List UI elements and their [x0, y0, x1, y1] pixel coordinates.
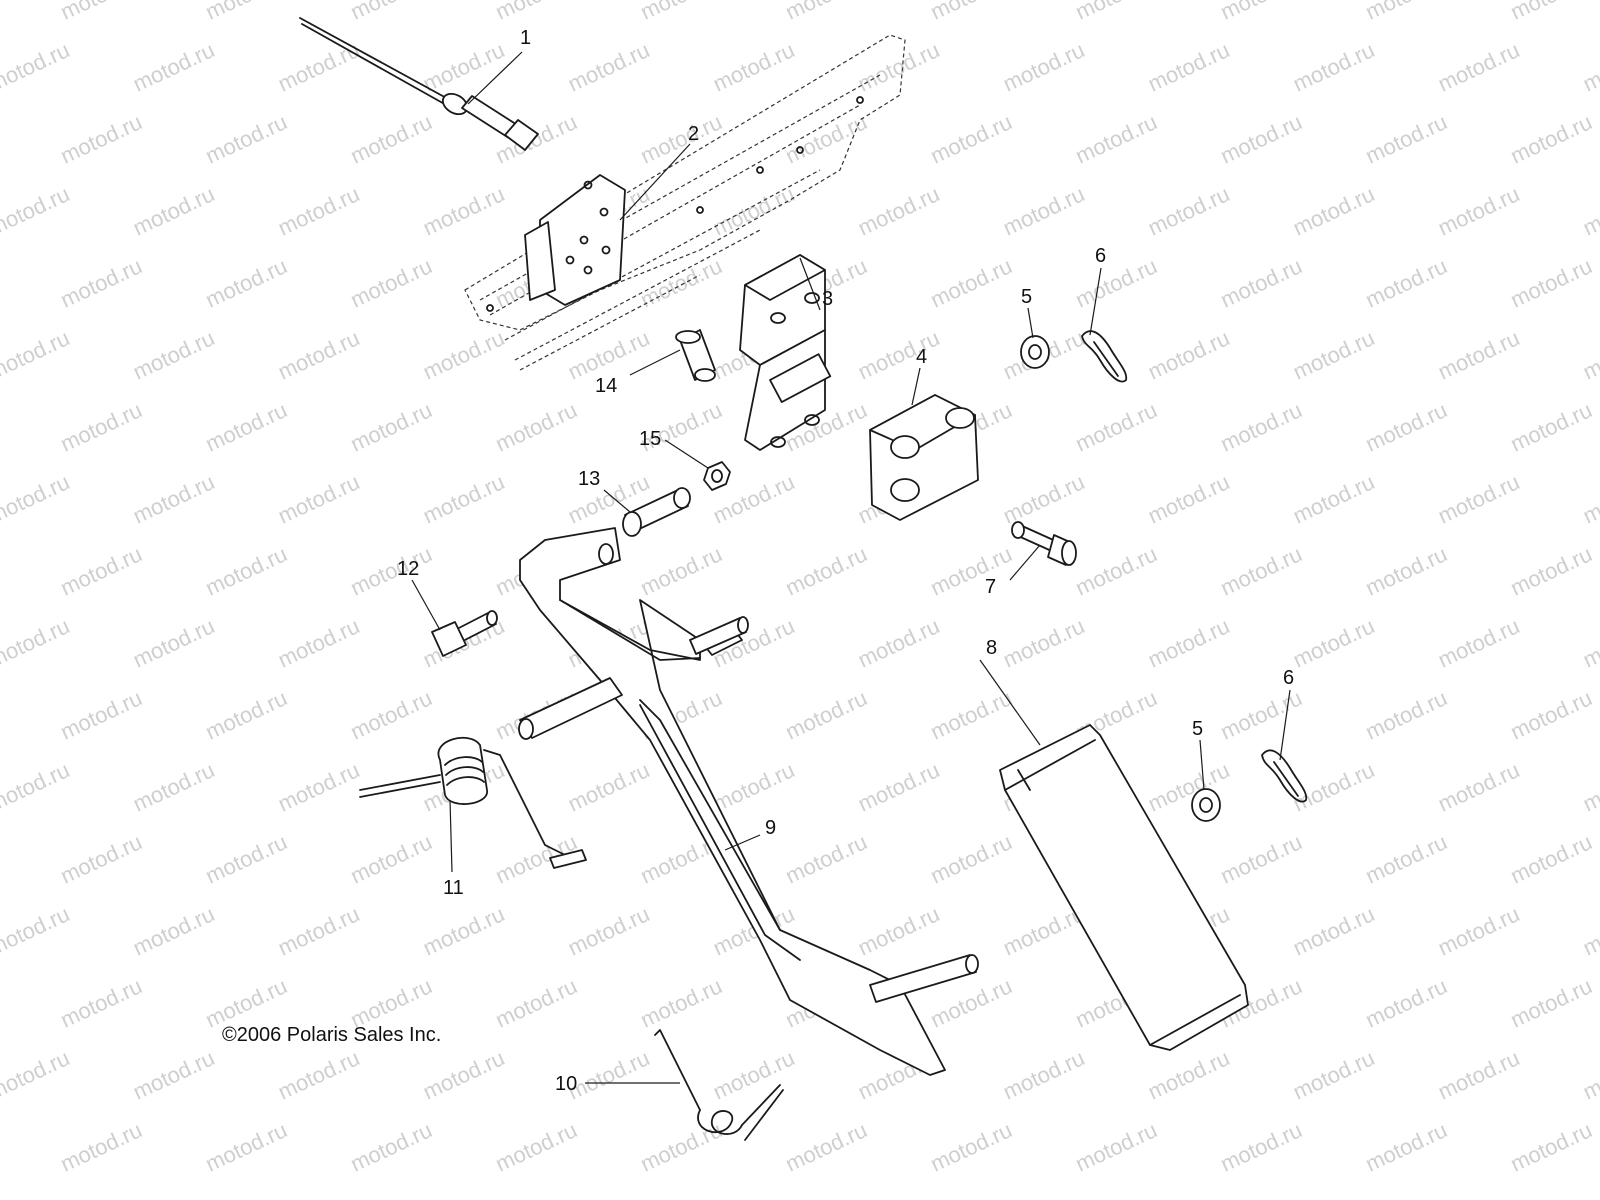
- copyright-notice: ©2006 Polaris Sales Inc.: [222, 1024, 442, 1046]
- part-11-torsion-spring: [359, 736, 587, 869]
- part-2-frame: [464, 34, 906, 371]
- callout-7: 7: [985, 576, 996, 598]
- callout-5-upper: 5: [1021, 286, 1032, 308]
- callout-12: 12: [397, 558, 419, 580]
- callout-5-lower: 5: [1192, 718, 1203, 740]
- part-8-pedal-pad: [999, 724, 1249, 1051]
- part-1-cable: [299, 17, 539, 151]
- callout-3: 3: [822, 288, 833, 310]
- callout-2: 2: [688, 123, 699, 145]
- part-10-spring: [654, 1029, 784, 1141]
- part-14-grommet: [675, 329, 716, 382]
- callout-14: 14: [595, 375, 617, 397]
- part-9-rods: [518, 616, 979, 1003]
- leader-lines: [411, 51, 1291, 1084]
- callout-1: 1: [520, 27, 531, 49]
- part-5-washer-upper-hole: [1028, 344, 1042, 360]
- part-6-pin-lower: [1261, 749, 1308, 803]
- part-5-washer-lower-hole: [1199, 797, 1213, 813]
- callout-13: 13: [578, 468, 600, 490]
- part-4-pivot-block: [869, 394, 979, 521]
- callout-15: 15: [639, 428, 661, 450]
- callout-4: 4: [916, 346, 927, 368]
- callout-8: 8: [986, 637, 997, 659]
- callout-6-lower: 6: [1283, 667, 1294, 689]
- callouts: 1 2 3 4 5 6 7 8 9 10 11 12 13 14 15 5 6: [397, 27, 1294, 1095]
- part-13-bushing: [622, 487, 691, 537]
- part-6-pin-upper: [1081, 330, 1128, 383]
- callout-10: 10: [555, 1073, 577, 1095]
- part-7-bolt: [1011, 521, 1077, 566]
- part-5-washer-upper: [1020, 335, 1050, 369]
- callout-6-upper: 6: [1095, 245, 1106, 267]
- callout-9: 9: [765, 817, 776, 839]
- part-5-washer-lower: [1191, 788, 1221, 822]
- callout-11: 11: [443, 877, 464, 899]
- part-15-nut: [703, 461, 731, 491]
- part-3-block: [739, 254, 832, 451]
- part-12-bolt: [431, 610, 498, 657]
